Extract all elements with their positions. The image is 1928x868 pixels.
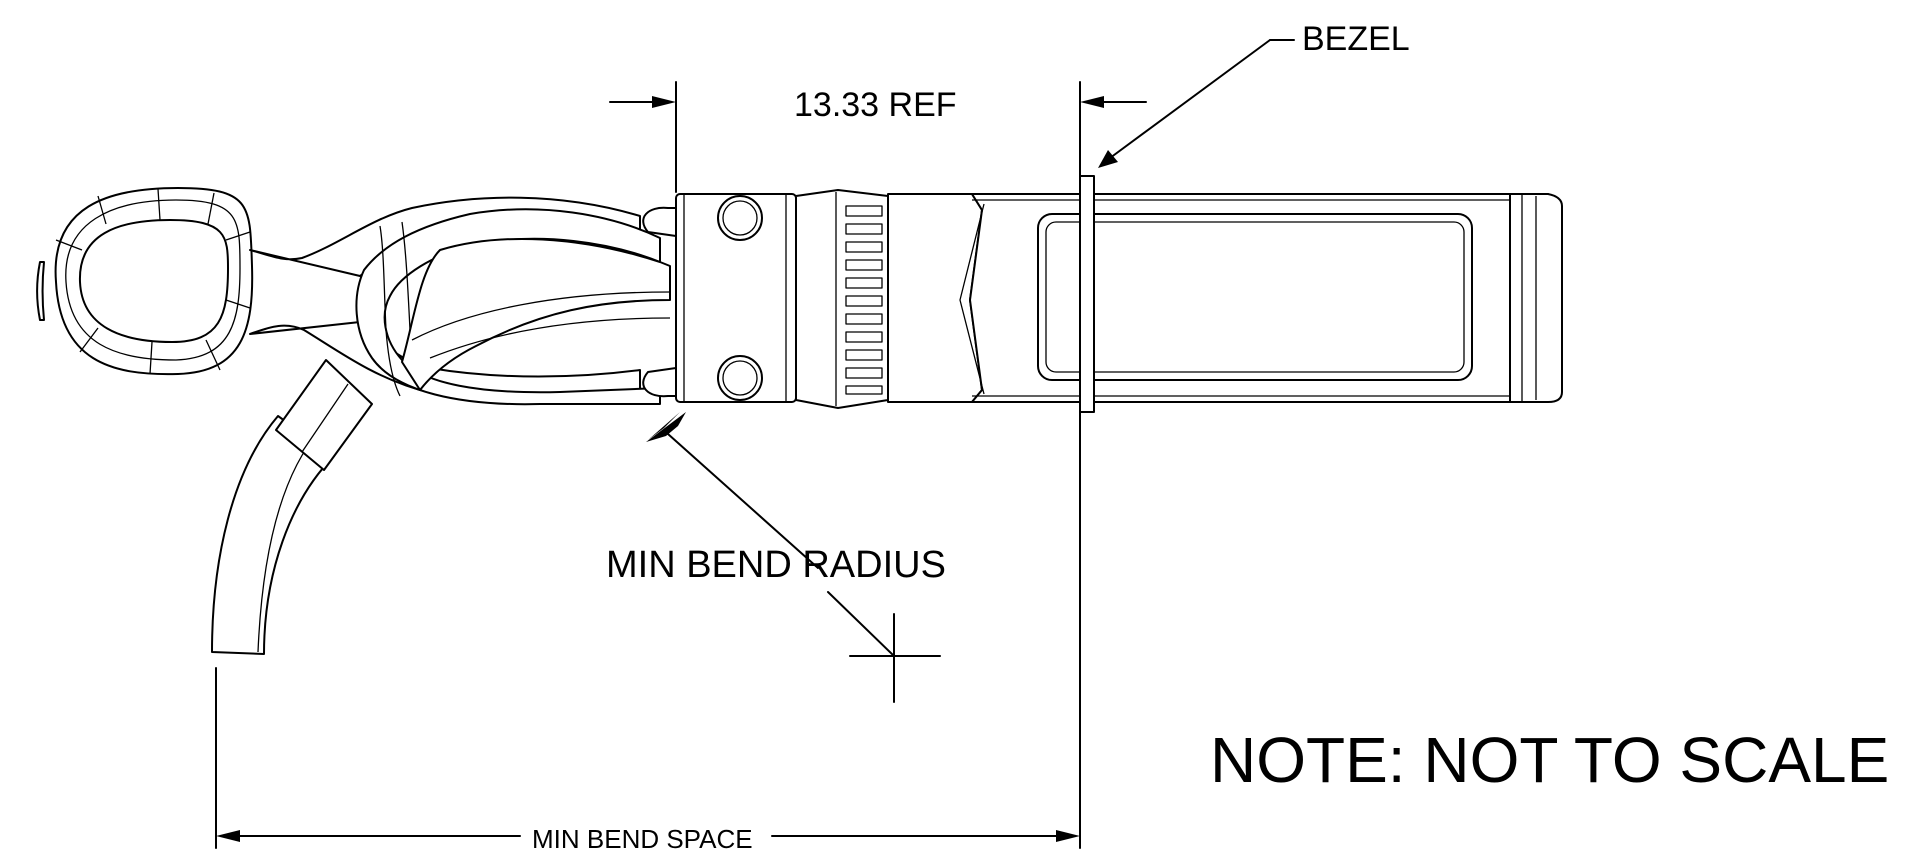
ref-dimension-label: 13.33 REF	[794, 86, 957, 124]
ref-dimension	[609, 81, 1147, 193]
cable-boot	[275, 359, 373, 471]
pull-tab-strap	[249, 196, 677, 406]
bezel-label: BEZEL	[1302, 20, 1410, 58]
bezel-leader	[1098, 39, 1295, 168]
bend-space-dimension	[215, 411, 1081, 849]
min-bend-radius-label: MIN BEND RADIUS	[606, 544, 946, 586]
scale-note: NOTE: NOT TO SCALE	[1210, 724, 1890, 796]
connector-housing	[675, 193, 797, 403]
bend-center-mark	[849, 613, 941, 703]
module-body	[887, 193, 1563, 403]
pull-tab-loop	[36, 187, 254, 376]
latch-ribs	[795, 189, 889, 409]
bend-radius-leader	[646, 412, 895, 657]
min-bend-space-label: MIN BEND SPACE	[522, 826, 763, 852]
bezel-plate	[1079, 175, 1095, 413]
